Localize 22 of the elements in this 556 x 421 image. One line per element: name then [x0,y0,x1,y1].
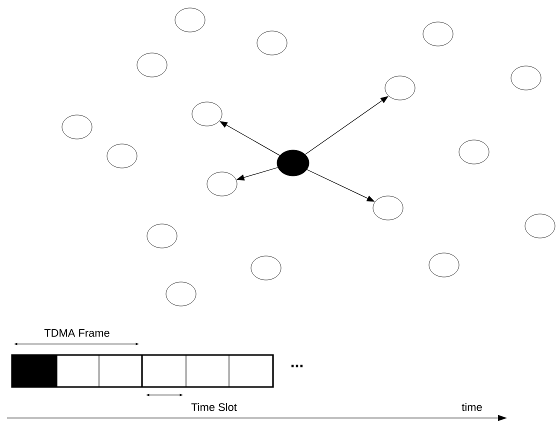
sensor-circle [106,144,138,168]
sensor-circle [250,256,282,280]
sensor-circle [166,282,196,306]
sensor-circle [136,52,168,78]
base-station-dot [276,150,310,176]
sensor-circle [192,102,222,126]
sensor-circle [206,172,238,196]
sensor-circle [256,30,288,56]
sensor-circle [428,252,460,278]
text-label: TDMA Frame [44,329,110,337]
sensor-circle [146,224,178,248]
sensor-circle [174,8,206,32]
text-label: time [462,402,482,412]
sensor-circle [510,66,542,90]
text-label: ... [291,364,303,368]
sensor-circle [422,22,454,46]
sensor-circle [458,140,490,164]
sensor-circle [384,76,416,100]
sensor-circle [372,196,404,220]
text-label: Time Slot [191,402,237,412]
sensor-circle [524,214,556,238]
sensor-circle [62,114,92,140]
